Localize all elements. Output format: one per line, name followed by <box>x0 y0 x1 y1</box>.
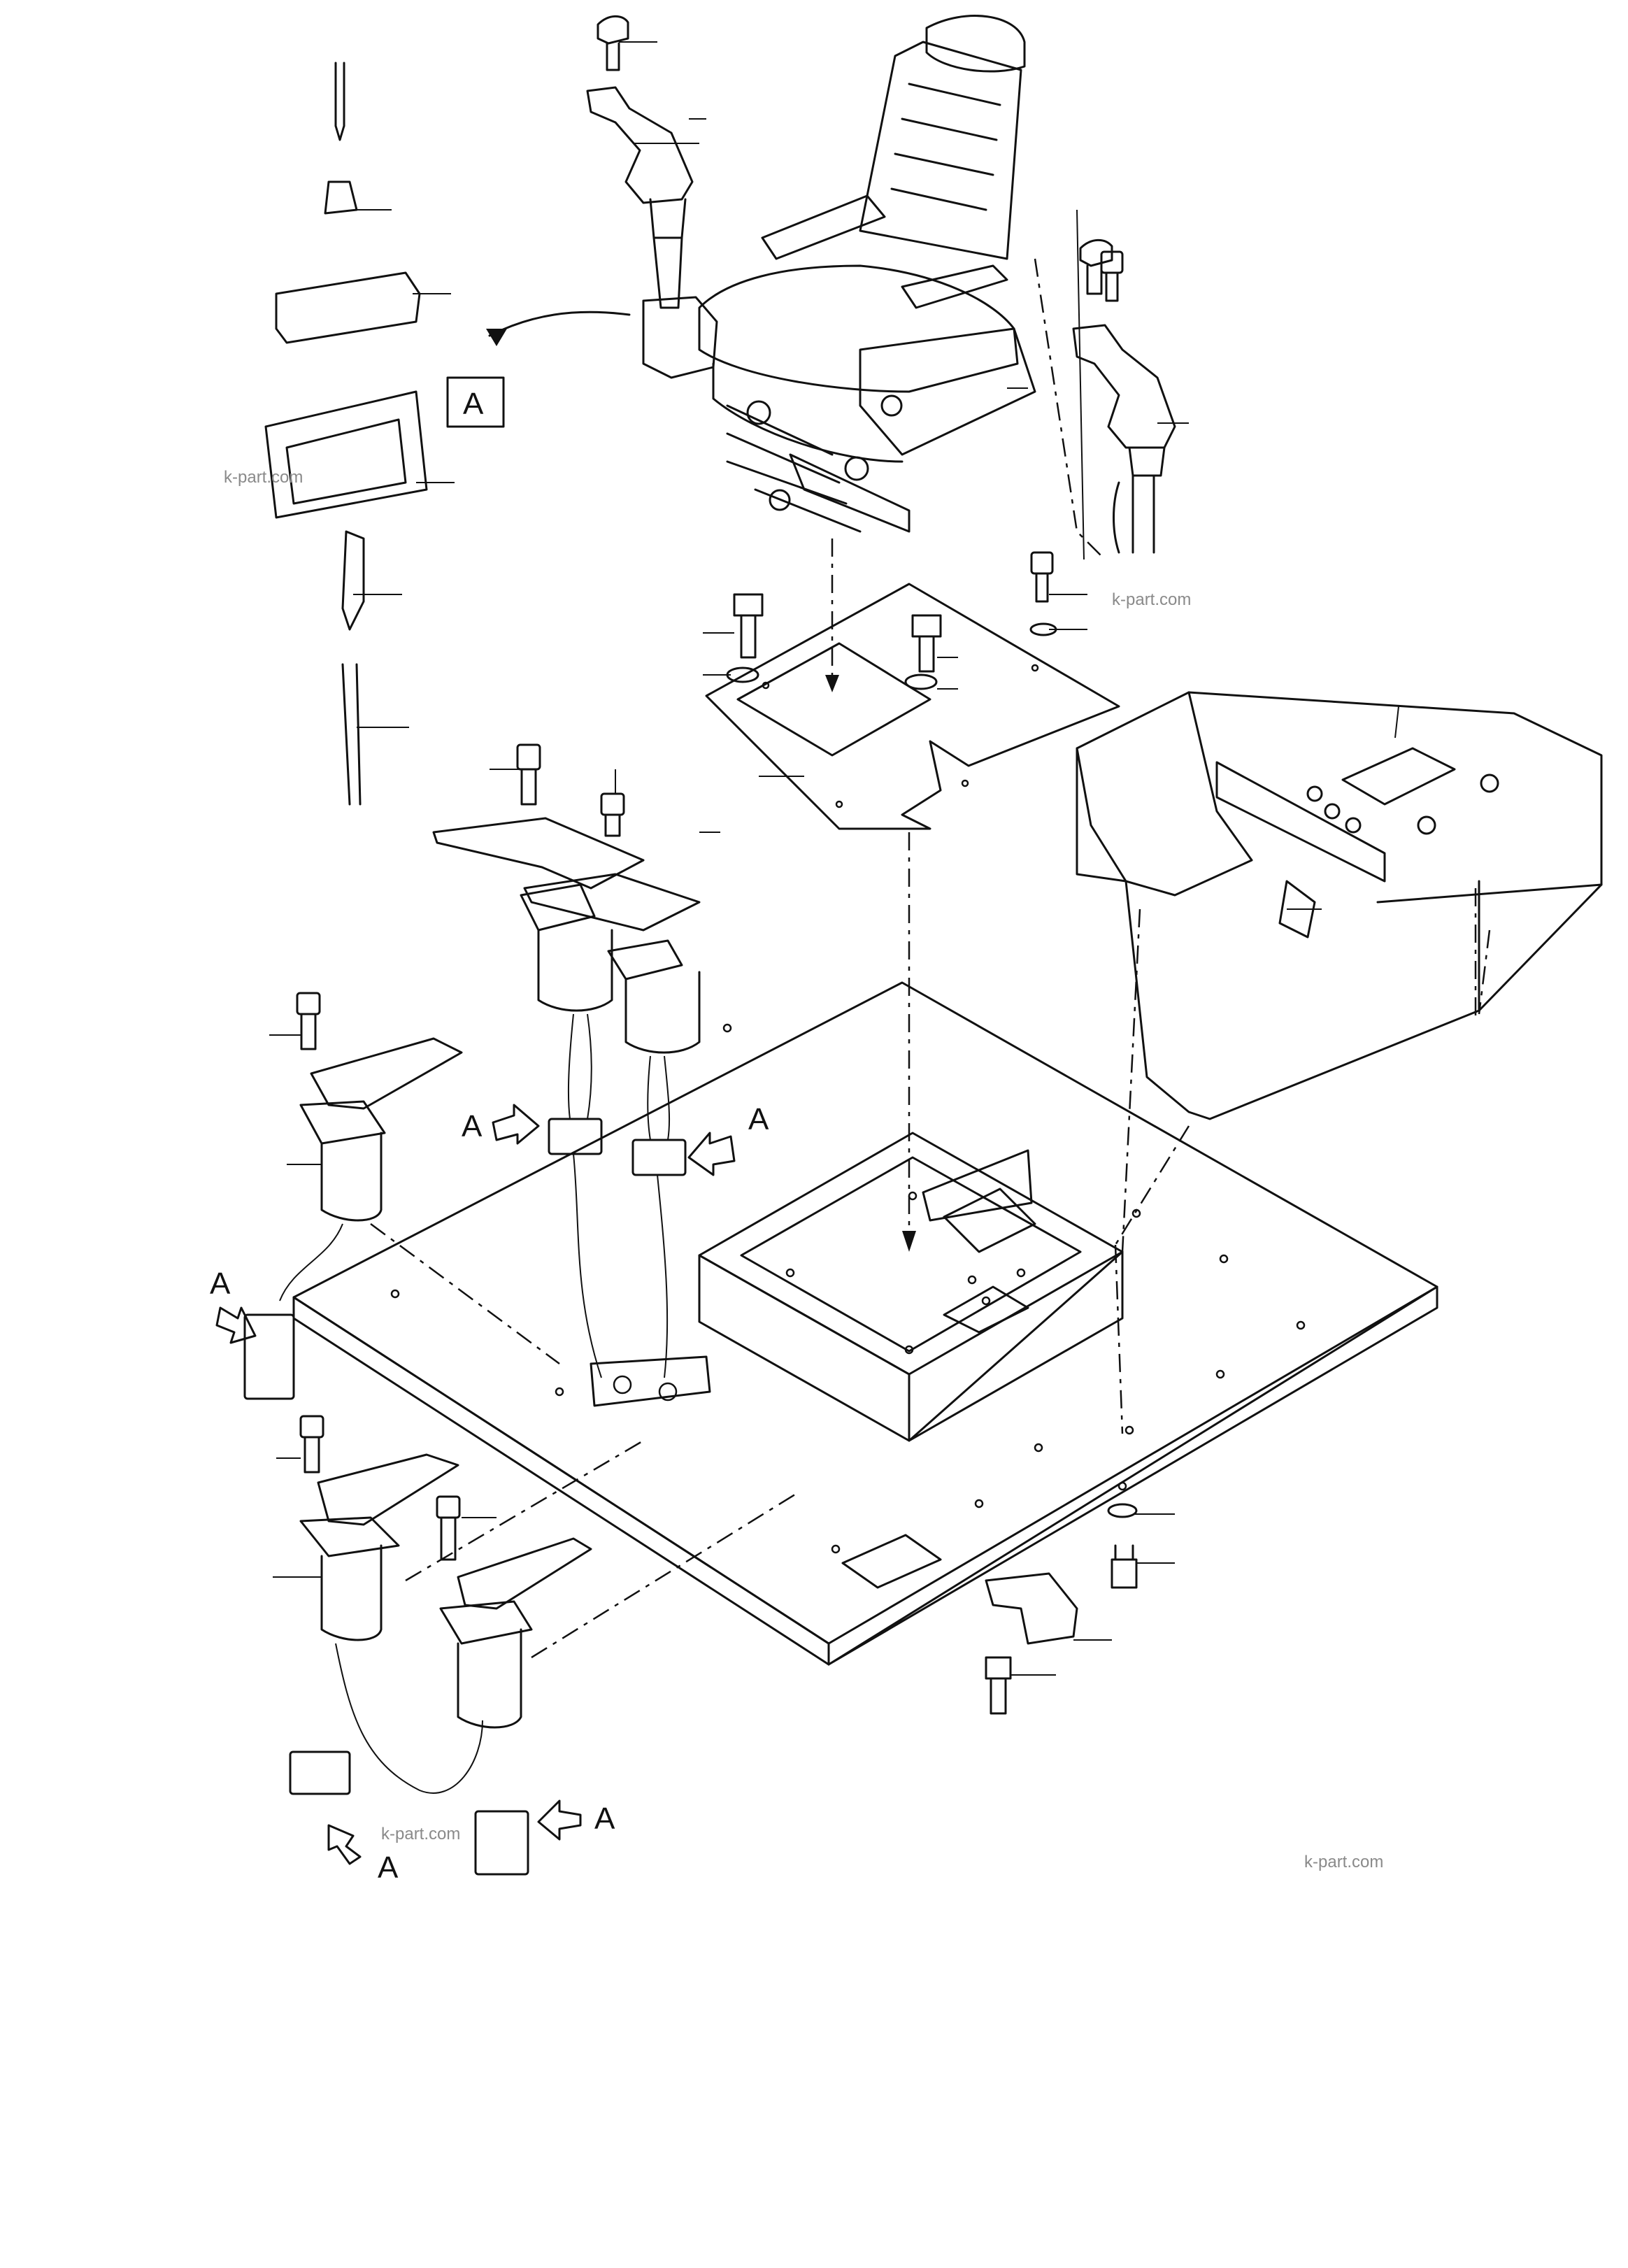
lower-pedals <box>289 1453 592 1876</box>
watermarks: k-part.com k-part.com k-part.com k-part.… <box>224 468 1383 1871</box>
watermark-1: k-part.com <box>224 468 303 487</box>
seat-mount-box <box>698 1132 1124 1442</box>
watermark-2: k-part.com <box>1112 590 1191 609</box>
callout-label-3: A <box>210 1267 231 1301</box>
floor-plate <box>292 981 1438 1666</box>
callout-label-1: A <box>462 1109 483 1143</box>
center-pedals <box>432 817 711 1407</box>
fasteners <box>296 250 1138 1715</box>
callout-label-4: A <box>378 1850 399 1885</box>
connector-callouts: A A A A A A <box>210 1102 769 1885</box>
left-pedal <box>243 1037 463 1400</box>
operator-seat <box>698 15 1036 533</box>
connector-detail-A: A <box>264 62 631 806</box>
callout-label-5: A <box>594 1802 615 1836</box>
right-joystick-assembly <box>1072 238 1176 554</box>
assembly-lines <box>269 41 1491 1676</box>
watermark-4: k-part.com <box>1304 1853 1383 1871</box>
control-console <box>1076 691 1603 1120</box>
seat-plate <box>705 583 1120 830</box>
left-joystick-assembly <box>586 15 718 379</box>
callout-label-2: A <box>748 1102 769 1136</box>
detail-box-label: A <box>463 387 484 421</box>
watermark-3: k-part.com <box>381 1825 460 1843</box>
